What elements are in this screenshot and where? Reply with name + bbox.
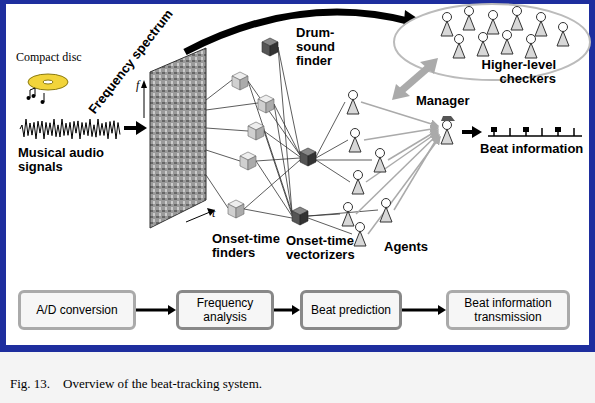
disc-label: Compact disc [16, 50, 106, 64]
flow-arrow [274, 305, 300, 315]
manager-label: Manager [416, 94, 486, 108]
signal-label: Musical audio signals [18, 146, 122, 174]
output-label: Beat information [480, 142, 590, 156]
box-text: Beat prediction [311, 303, 391, 317]
box-text: A/D conversion [36, 303, 117, 317]
figure-caption: Fig. 13. Overview of the beat-tracking s… [10, 376, 262, 392]
box-text: Beat information transmission [455, 296, 561, 324]
arrow-head [438, 305, 446, 315]
process-box: A/D conversion [18, 290, 136, 330]
box-text: Frequency analysis [185, 296, 265, 324]
process-box: Beat prediction [300, 290, 402, 330]
finder-label: Onset-time finders [212, 232, 282, 260]
process-box: Beat information transmission [446, 290, 570, 330]
axis-label: t [212, 206, 222, 220]
arrow-head [292, 305, 300, 315]
axis-label: f [136, 78, 146, 92]
arrow-head [168, 305, 176, 315]
vectorizer-label: Onset-time vectorizers [286, 234, 362, 262]
flow-arrow [402, 305, 446, 315]
checker-label: Higher-level checkers [444, 58, 556, 86]
process-box: Frequency analysis [176, 290, 274, 330]
finder-label: Drum-sound finder [296, 26, 356, 68]
agent-label: Agents [384, 240, 444, 254]
flow-arrow [136, 305, 176, 315]
